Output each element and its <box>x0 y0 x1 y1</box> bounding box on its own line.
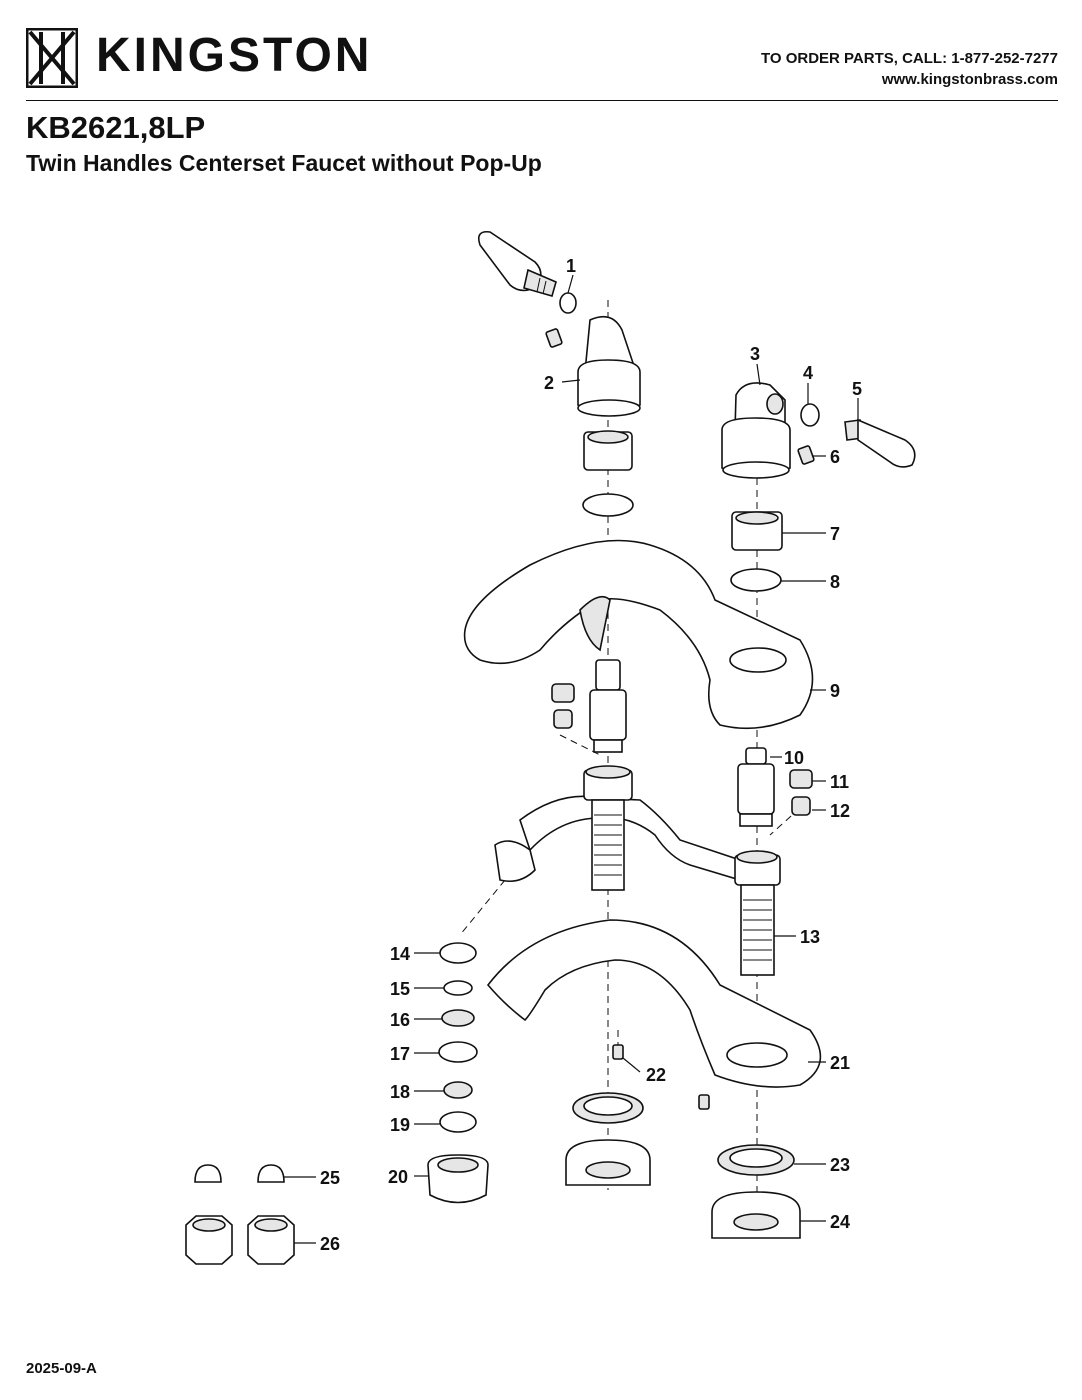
brand-name: KINGSTON <box>96 29 373 82</box>
callout-17: 17 <box>390 1044 410 1064</box>
callout-3: 3 <box>750 344 760 364</box>
part-2-handle-body <box>577 315 641 417</box>
callout-2: 2 <box>544 373 554 393</box>
order-phone: TO ORDER PARTS, CALL: 1-877-252-7277 <box>760 50 1058 67</box>
left-seat-top <box>551 683 575 703</box>
callout-18: 18 <box>390 1082 410 1102</box>
callout-19: 19 <box>390 1115 410 1135</box>
part-10-cartridge <box>737 747 775 827</box>
part-22-screw <box>612 1044 624 1060</box>
left-lever-handle <box>477 230 557 297</box>
aerator-axis-line <box>459 879 506 936</box>
callout-14: 14 <box>390 944 410 964</box>
part-22-screw-b <box>698 1094 710 1110</box>
model-number: KB2621,8LP <box>26 110 206 145</box>
left-set-screw <box>545 328 563 348</box>
part-21-deck-plate <box>486 919 822 1088</box>
left-gasket <box>572 1092 644 1124</box>
callout-21: 21 <box>830 1053 850 1073</box>
callout-9: 9 <box>830 681 840 701</box>
part-17-ring <box>438 1041 478 1063</box>
header: KINGSTON TO ORDER PARTS, CALL: 1-877-252… <box>26 22 1058 102</box>
part-1-ring <box>559 292 577 314</box>
part-4-ring <box>800 403 820 427</box>
callout-5: 5 <box>852 379 862 399</box>
part-16-insert <box>441 1009 475 1027</box>
part-9-faucet-cover <box>463 539 814 730</box>
part-19-housing <box>439 1111 477 1133</box>
callout-11: 11 <box>830 772 849 792</box>
callout-7: 7 <box>830 524 840 544</box>
callout-24: 24 <box>830 1212 850 1232</box>
part-18-screen <box>443 1081 473 1099</box>
part-20-aerator-body <box>427 1154 489 1204</box>
order-info: TO ORDER PARTS, CALL: 1-877-252-7277 www… <box>761 48 1058 90</box>
header-divider <box>26 100 1058 101</box>
part-12-spring <box>791 796 811 816</box>
left-o-ring <box>582 493 634 517</box>
callout-6: 6 <box>830 447 840 467</box>
shank-threads <box>594 814 772 961</box>
callout-16: 16 <box>390 1010 410 1030</box>
callout-15: 15 <box>390 979 410 999</box>
callout-25: 25 <box>320 1168 340 1188</box>
callout-1: 1 <box>566 256 576 276</box>
callout-22: 22 <box>646 1065 666 1085</box>
callout-26: 26 <box>320 1234 340 1254</box>
part-14-washer <box>439 942 477 964</box>
part-7-bonnet-nut <box>731 511 783 551</box>
part-23-gasket <box>717 1144 795 1176</box>
part-6-set-screw <box>797 445 815 465</box>
product-title: Twin Handles Centerset Faucet without Po… <box>26 150 542 176</box>
callout-10: 10 <box>784 748 804 768</box>
callout-13: 13 <box>800 927 820 947</box>
callout-4: 4 <box>803 363 813 383</box>
part-11-seat <box>789 769 813 789</box>
callout-12: 12 <box>830 801 850 821</box>
part-8-o-ring <box>730 568 782 592</box>
part-25-cone-b <box>257 1164 285 1183</box>
part-26-compression-nut-b <box>247 1215 295 1265</box>
callout-20: 20 <box>388 1167 408 1187</box>
part-5-lever-handle <box>844 418 916 468</box>
part-15-disc <box>443 980 473 996</box>
callout-8: 8 <box>830 572 840 592</box>
website-link[interactable]: www.kingstonbrass.com <box>881 71 1058 88</box>
part-26-compression-nut-a <box>185 1215 233 1265</box>
part-3-handle-body <box>721 382 791 479</box>
left-mounting-nut <box>565 1139 651 1186</box>
left-cartridge <box>589 659 627 753</box>
left-bonnet-nut <box>583 430 633 471</box>
part-25-cone-a <box>194 1164 222 1183</box>
left-seat-spring <box>553 709 573 729</box>
callout-23: 23 <box>830 1155 850 1175</box>
part-24-mounting-nut <box>711 1191 801 1239</box>
kingston-logo-icon <box>26 28 78 88</box>
leader-lines <box>284 274 859 1244</box>
revision-code: 2025-09-A <box>26 1360 97 1377</box>
